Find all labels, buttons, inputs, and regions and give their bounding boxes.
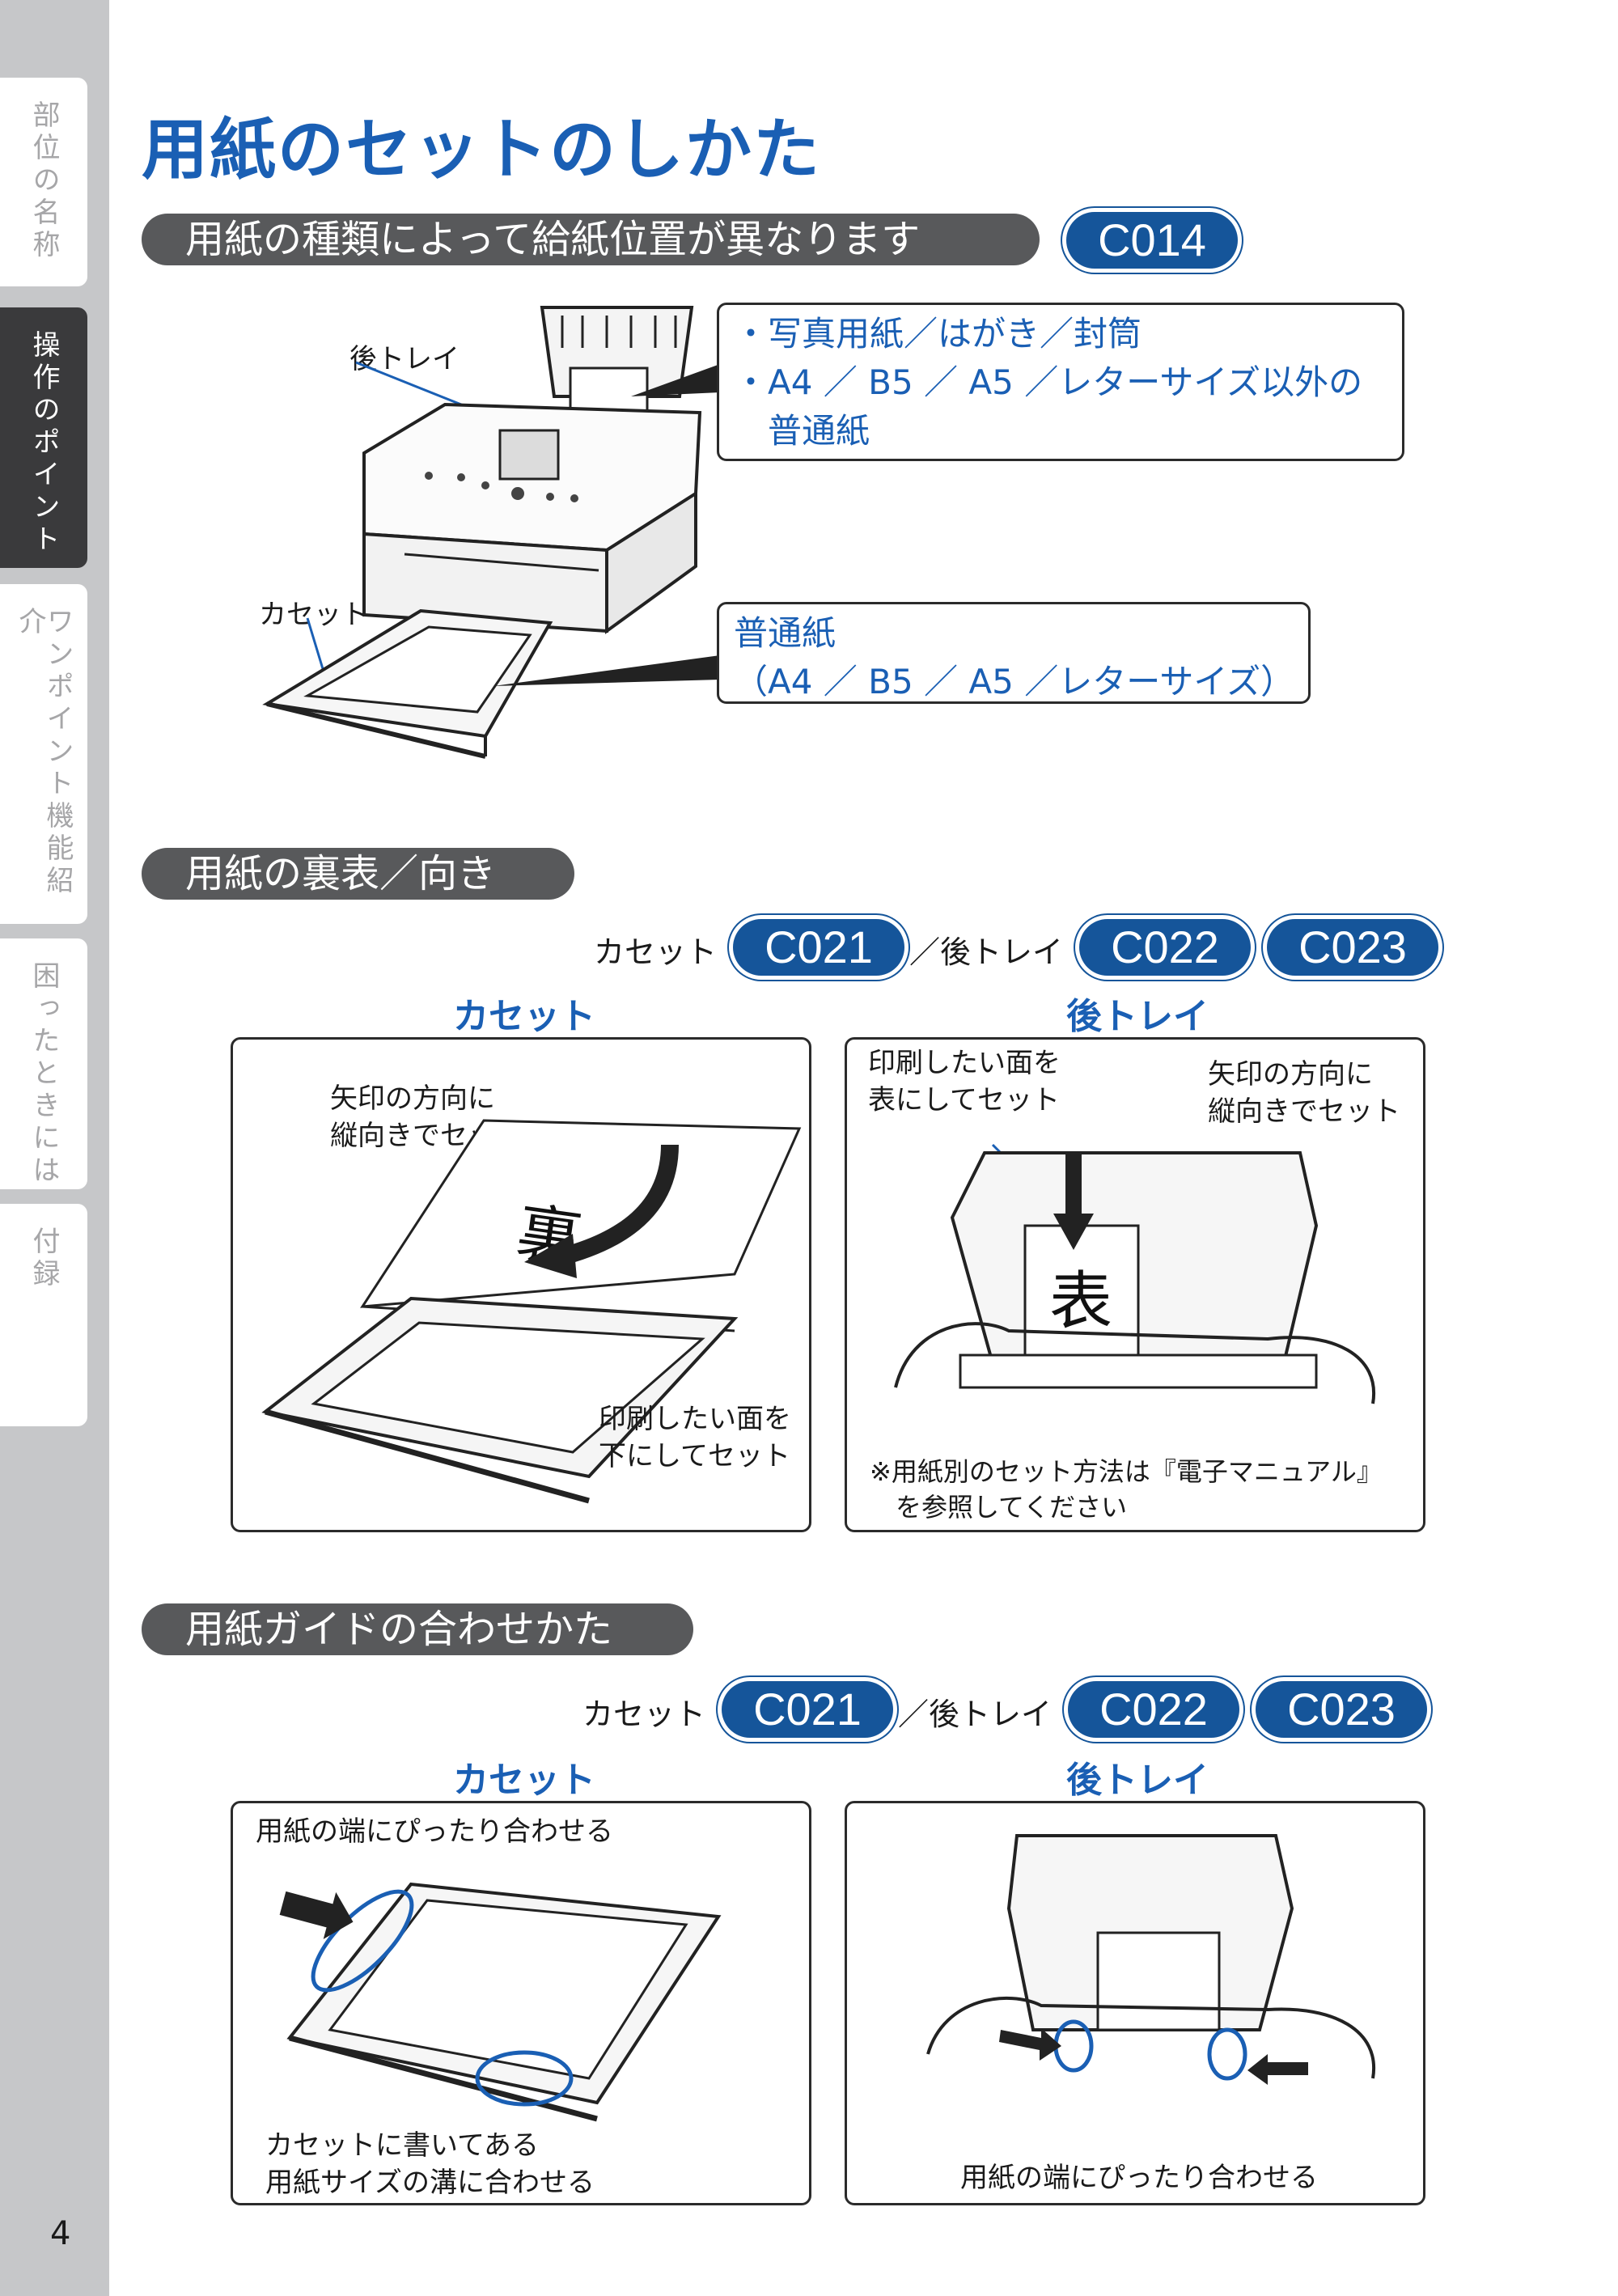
sidebar-tab-troubleshooting[interactable]: 困ったときには [0,938,87,1189]
rear-tray-face-up-instruction: 印刷したい面を 表にしてセット [868,1047,1061,1116]
code-badge-c021-2[interactable]: C021 [722,1681,893,1738]
panel-cassette-guide: 用紙の端にぴったり合わせる カセットに書いてある 用紙サイズの溝に合わせる [231,1801,811,2205]
ref-cassette-label-2: カセット [582,1697,706,1732]
cassette-guide-illustration [279,1882,722,2122]
ref-rear-tray-label: ／後トレイ [909,934,1064,970]
sidebar-tab-operation-points[interactable]: 操作のポイント [0,307,87,568]
code-badge-c023-2[interactable]: C023 [1256,1681,1427,1738]
sidebar-tab-parts-names[interactable]: 部位の名称 [0,78,87,286]
ref-rear-tray-label-2: ／後トレイ [898,1697,1053,1732]
panel-cassette-orientation: 矢印の方向に 縦向きでセット 裏 印刷したい面を 下にしてセット [231,1037,811,1532]
printer-illustration [262,306,702,759]
cassette-paper-types-box: 普通紙 （A4 ／ B5 ／ A5 ／レターサイズ） [717,602,1311,704]
section-heading-paper-guide: 用紙ガイドの合わせかた [142,1603,693,1655]
rear-tray-box-line: ・写真用紙／はがき／封筒 [734,314,1142,354]
code-badge-c023[interactable]: C023 [1267,919,1438,976]
panel-rear-tray-orientation: 印刷したい面を 表にしてセット 矢印の方向に 縦向きでセット 表 ※用紙別のセッ… [845,1037,1425,1532]
rear-tray-box-line: 普通紙 [734,411,870,451]
rear-tray-orientation-instruction: 矢印の方向に 縦向きでセット [1208,1058,1400,1128]
rear-tray-orientation-illustration: 表 [894,1143,1376,1404]
rear-tray-guide-illustration [926,1834,1376,2085]
rear-tray-manual-note: ※用紙別のセット方法は『電子マニュアル』 を参照してください [870,1456,1383,1523]
cassette-orientation-illustration: 裏 [261,1119,802,1504]
connector-rear-tray [631,364,720,396]
page-number: 4 [50,2215,71,2252]
rear-tray-box-line: ・A4 ／ B5 ／ A5 ／レターサイズ以外の [734,362,1363,402]
cassette-face-down-instruction: 印刷したい面を 下にしてセット [599,1403,791,1472]
caption-cassette: カセット [453,996,595,1037]
caption-cassette-2: カセット [453,1760,595,1801]
section-heading-paper-orientation: 用紙の裏表／向き [142,848,574,900]
connector-cassette [493,655,720,686]
ref-cassette-label: カセット [594,934,718,970]
cassette-box-line: 普通紙 [734,613,837,653]
sidebar-tab-appendix[interactable]: 付録 [0,1204,87,1426]
section-heading-feed-position: 用紙の種類によって給紙位置が異なります [142,214,1040,265]
page-title: 用紙のセットのしかた [142,112,822,189]
caption-rear-tray: 後トレイ [1066,996,1209,1037]
cassette-guide-size-instruction: カセットに書いてある 用紙サイズの溝に合わせる [265,2129,595,2199]
code-badge-c022-2[interactable]: C022 [1068,1681,1239,1738]
sidebar-tab-one-point-features[interactable]: ワンポイント機能紹介 [0,584,87,924]
code-badge-c014[interactable]: C014 [1066,212,1238,269]
sidebar: 部位の名称 操作のポイント ワンポイント機能紹介 困ったときには 付録 [0,0,109,2296]
code-badge-c021[interactable]: C021 [733,919,904,976]
rear-tray-guide-instruction: 用紙の端にぴったり合わせる [960,2162,1318,2194]
paper-front-mark: 表 [1049,1265,1112,1338]
rear-tray-paper-types-box: ・写真用紙／はがき／封筒 ・A4 ／ B5 ／ A5 ／レターサイズ以外の 普通… [717,303,1404,461]
code-badge-c022[interactable]: C022 [1079,919,1251,976]
label-cassette: カセット [259,599,369,631]
cassette-box-line: （A4 ／ B5 ／ A5 ／レターサイズ） [734,662,1295,701]
panel-rear-tray-guide: 用紙の端にぴったり合わせる [845,1801,1425,2205]
caption-rear-tray-2: 後トレイ [1066,1760,1209,1801]
label-rear-tray: 後トレイ [349,343,460,375]
cassette-guide-edge-instruction: 用紙の端にぴったり合わせる [256,1815,613,1848]
